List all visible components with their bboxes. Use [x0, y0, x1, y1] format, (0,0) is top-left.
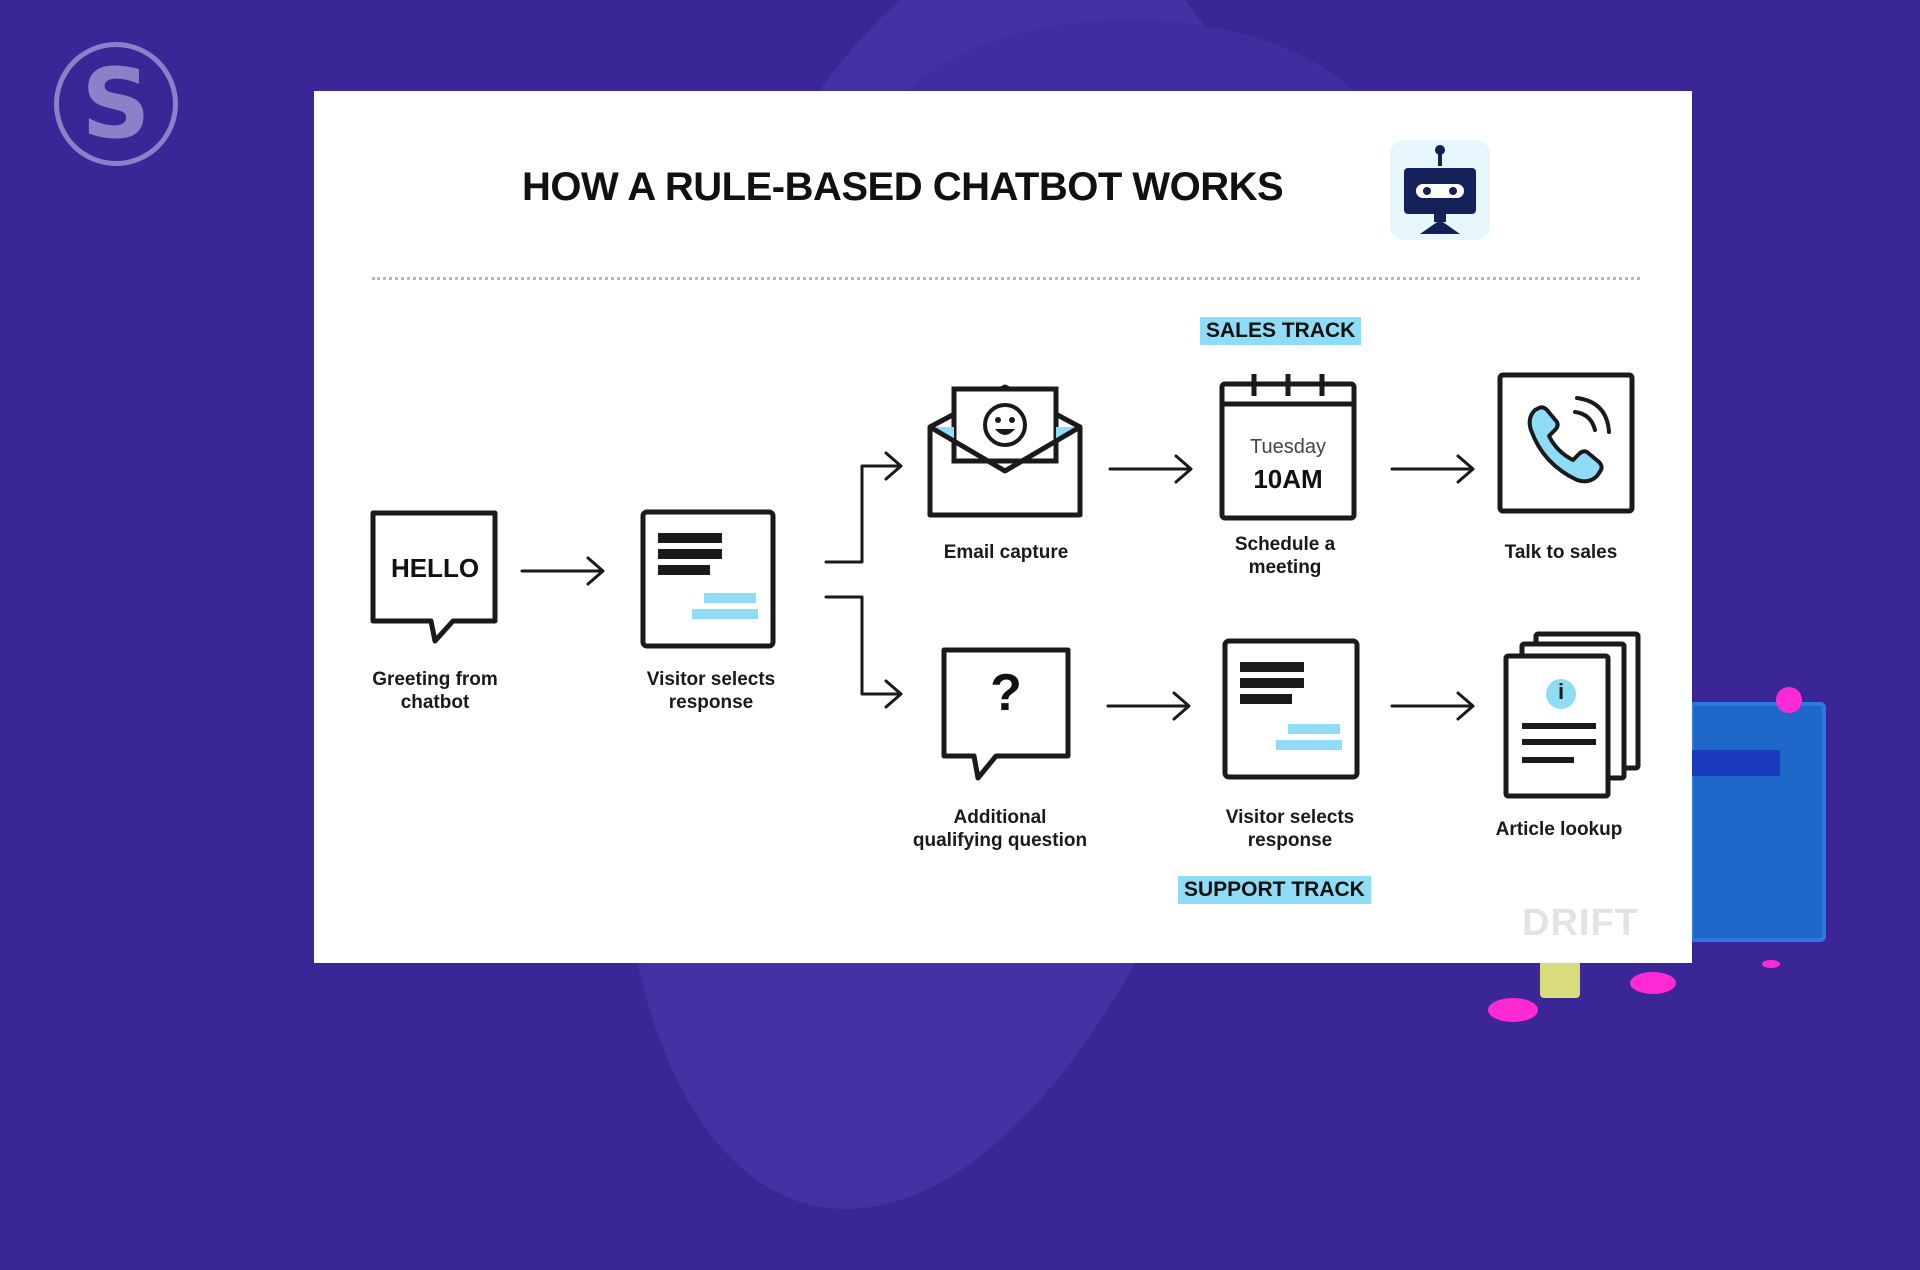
step-label-greeting: Greeting from chatbot [325, 668, 545, 714]
step-label-schedule-meeting: Schedule a meeting [1175, 533, 1395, 579]
step-label-visitor-selects-support: Visitor selects response [1180, 806, 1400, 852]
step-label-line: Visitor selects [646, 669, 776, 690]
decor-screen-bar [1690, 750, 1780, 776]
decor-blob [1630, 972, 1676, 994]
step-label-line: Additional [953, 807, 1047, 828]
decor-blob [1488, 998, 1538, 1022]
brand-logo-letter: S [81, 48, 151, 160]
step-label-email-capture: Email capture [896, 541, 1116, 564]
step-label-line: response [1247, 830, 1333, 851]
calendar-icon [1219, 374, 1357, 521]
decor-blob [1762, 960, 1780, 968]
question-mark: ? [990, 664, 1022, 722]
decor-stem [1540, 960, 1580, 998]
step-label-line: chatbot [400, 692, 470, 713]
sales-track-label: SALES TRACK [1200, 317, 1362, 345]
decor-pin [1776, 687, 1802, 713]
calendar-time: 10AM [1253, 464, 1323, 494]
robot-icon [1390, 140, 1490, 240]
brand-logo[interactable]: S [54, 42, 178, 166]
step-label-line: Email capture [943, 542, 1069, 563]
phone-icon [1497, 372, 1635, 514]
drift-watermark: DRIFT [1522, 902, 1639, 944]
step-label-article-lookup: Article lookup [1449, 818, 1669, 841]
step-label-line: Talk to sales [1504, 542, 1618, 563]
step-label-line: meeting [1248, 557, 1322, 578]
calendar-day: Tuesday [1250, 436, 1326, 458]
step-label-visitor-selects: Visitor selects response [601, 668, 821, 714]
chat-response-window-icon [1222, 638, 1360, 780]
article-documents-icon [1503, 631, 1641, 799]
step-label-qualifying-question: Additional qualifying question [890, 806, 1110, 852]
hello-bubble-text: HELLO [390, 553, 480, 583]
step-label-line: qualifying question [912, 830, 1088, 851]
flow-connectors [520, 451, 1475, 721]
email-envelope-icon [927, 384, 1083, 518]
support-track-label: SUPPORT TRACK [1178, 876, 1371, 904]
diagram-title: HOW A RULE-BASED CHATBOT WORKS [522, 165, 1284, 209]
step-label-line: response [668, 692, 754, 713]
hello-speech-bubble-icon [370, 510, 498, 644]
step-label-line: Schedule a [1234, 534, 1336, 555]
step-label-line: Greeting from [372, 669, 498, 690]
info-icon: i [1557, 679, 1565, 704]
decor-screen-illustration [1690, 702, 1826, 942]
step-label-line: Visitor selects [1225, 807, 1355, 828]
title-divider [372, 277, 1640, 280]
chat-response-window-icon [640, 509, 776, 649]
step-label-line: Article lookup [1495, 819, 1623, 840]
step-label-talk-to-sales: Talk to sales [1451, 541, 1671, 564]
question-speech-bubble-icon [941, 647, 1071, 781]
